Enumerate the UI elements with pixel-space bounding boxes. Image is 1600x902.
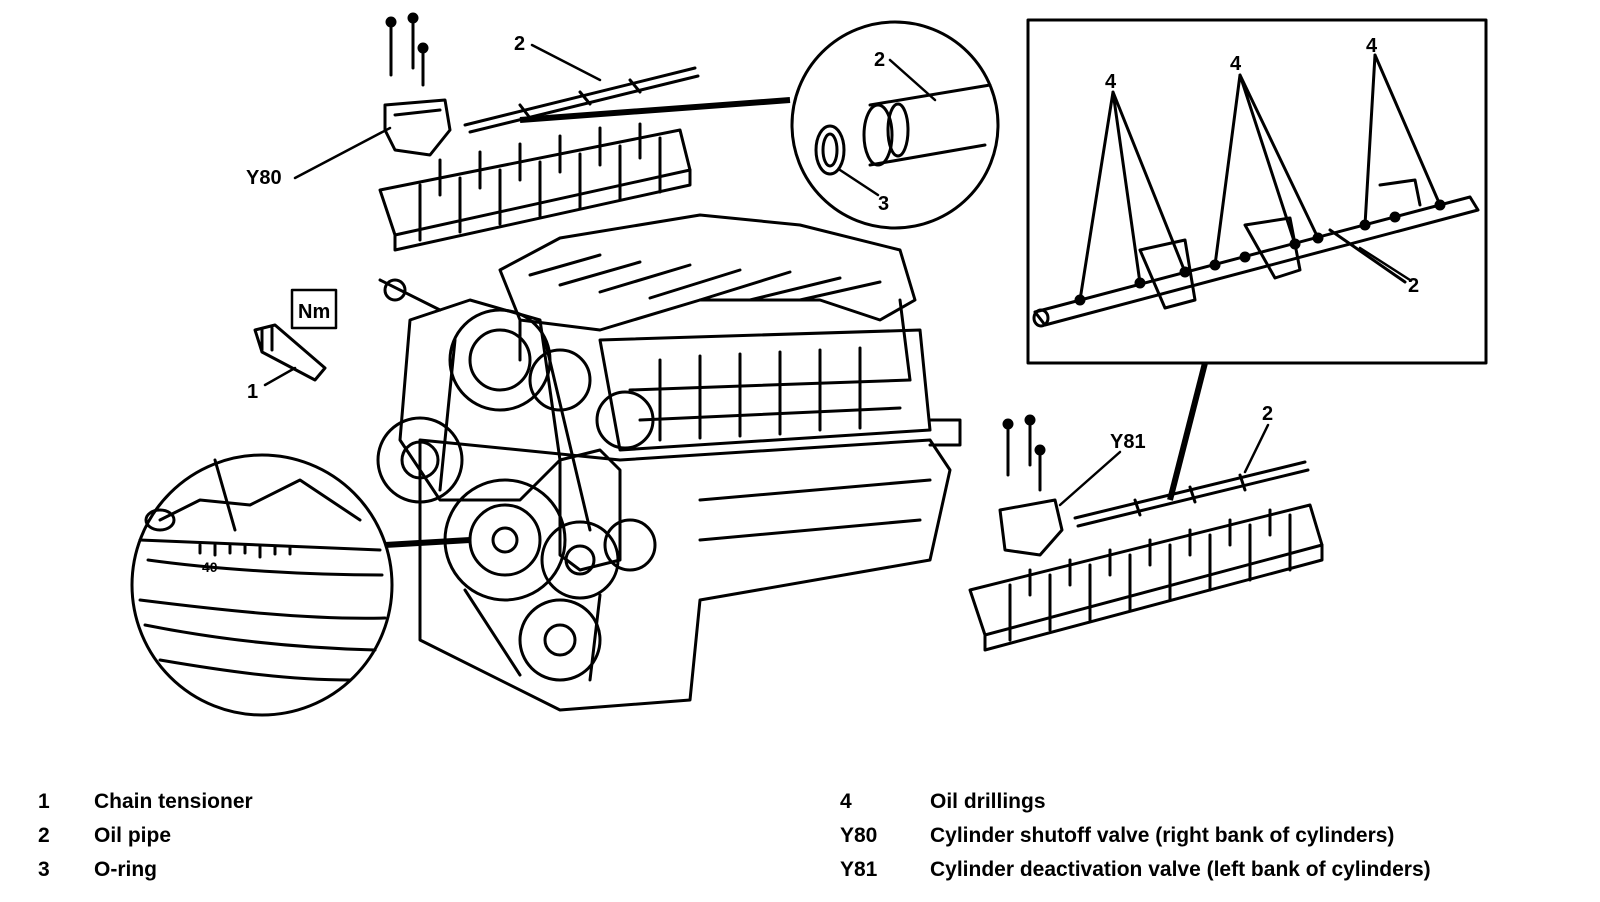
detail-connectors xyxy=(384,97,1208,548)
detail-circle-timing xyxy=(130,453,394,717)
legend-item: 3 O-ring xyxy=(38,858,738,892)
callout-oring-detail: 3 xyxy=(878,193,889,215)
engine-diagram: 1 2 2 3 2 2 4 4 4 Y80 Y81 Nm 40 xyxy=(130,12,1488,717)
callout-valve-y81: Y81 xyxy=(1110,431,1146,453)
timing-scale-mark: 40 xyxy=(202,559,218,575)
callout-chain-tensioner: 1 xyxy=(247,381,258,403)
callout-oil-pipe-lower: 2 xyxy=(1262,403,1273,425)
valve-y80 xyxy=(383,12,452,157)
valve-body-lower xyxy=(968,503,1324,652)
inset-oil-pipe xyxy=(1026,18,1488,365)
callout-drilling-c: 4 xyxy=(1366,35,1378,57)
detail-circle-oring xyxy=(790,20,1000,230)
legend-description: Cylinder deactivation valve (left bank o… xyxy=(930,858,1431,881)
callout-valve-y80: Y80 xyxy=(246,167,282,189)
legend-description: Cylinder shutoff valve (right bank of cy… xyxy=(930,824,1395,847)
callout-drilling-a: 4 xyxy=(1105,71,1117,93)
legend-right: 4 Oil drillings Y80 Cylinder shutoff val… xyxy=(840,790,1580,892)
leader-lines xyxy=(263,43,1412,507)
legend-item: Y80 Cylinder shutoff valve (right bank o… xyxy=(840,824,1580,858)
oil-pipe-top xyxy=(463,66,700,134)
engine-block xyxy=(376,213,962,712)
callout-drilling-b: 4 xyxy=(1230,53,1242,75)
legend-code: 2 xyxy=(38,824,50,847)
legend-item: 1 Chain tensioner xyxy=(38,790,738,824)
callout-oil-pipe-inset: 2 xyxy=(1408,275,1419,297)
legend-code: 1 xyxy=(38,790,50,813)
legend-code: 3 xyxy=(38,858,50,881)
legend-code: Y81 xyxy=(840,858,878,881)
legend-description: Chain tensioner xyxy=(94,790,253,813)
callout-oil-pipe-detail: 2 xyxy=(874,49,885,71)
legend-code: 4 xyxy=(840,790,852,813)
legend-item: Y81 Cylinder deactivation valve (left ba… xyxy=(840,858,1580,892)
legend-left: 1 Chain tensioner 2 Oil pipe 3 O-ring xyxy=(38,790,738,892)
chain-tensioner xyxy=(253,288,338,382)
legend-item: 4 Oil drillings xyxy=(840,790,1580,824)
valve-y81 xyxy=(998,414,1064,557)
torque-symbol: Nm xyxy=(298,301,330,323)
legend-description: O-ring xyxy=(94,858,157,881)
oil-pipe-lower xyxy=(1073,460,1310,528)
legend-description: Oil pipe xyxy=(94,824,172,847)
callout-oil-pipe-top: 2 xyxy=(514,33,525,55)
legend-description: Oil drillings xyxy=(930,790,1046,813)
legend-item: 2 Oil pipe xyxy=(38,824,738,858)
valve-body-top xyxy=(378,122,692,252)
legend-code: Y80 xyxy=(840,824,878,847)
